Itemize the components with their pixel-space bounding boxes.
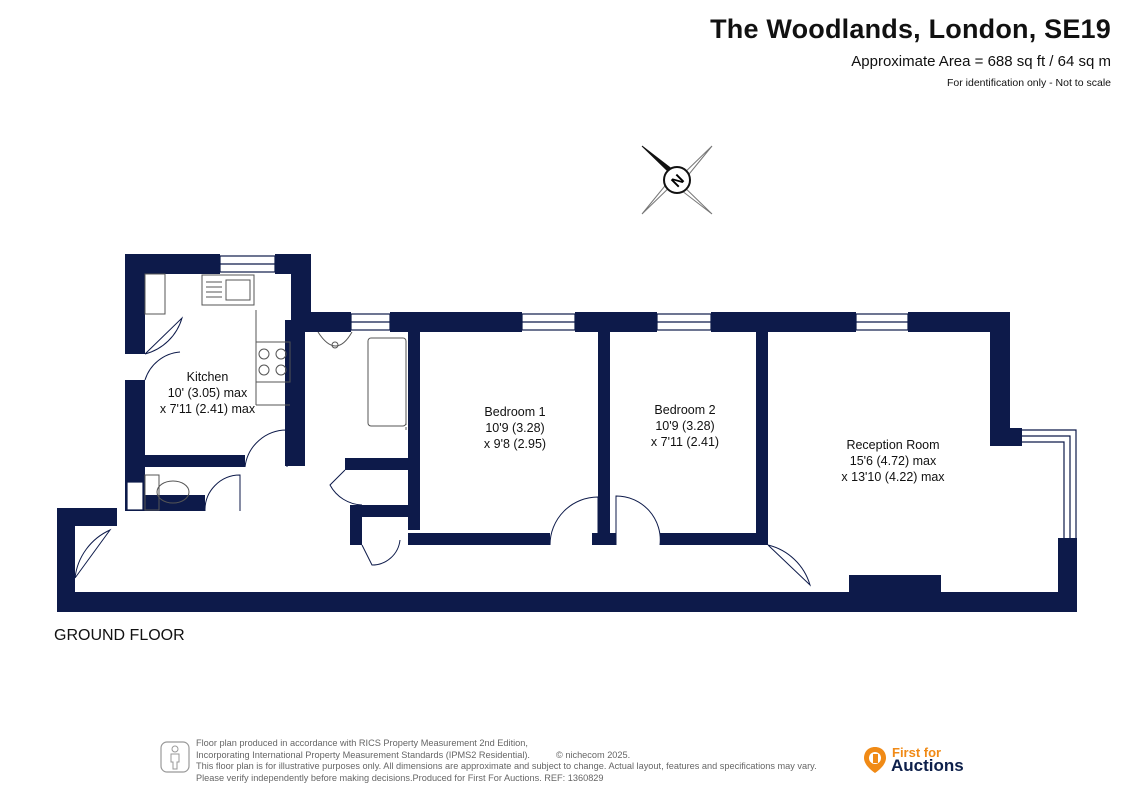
room-name: Bedroom 2: [654, 403, 716, 417]
sink-basin-icon: [225, 279, 251, 301]
toilet-icon: [156, 480, 190, 504]
windows: [126, 255, 1077, 540]
floor-label: GROUND FLOOR: [54, 627, 185, 644]
room-dimension: 10'9 (3.28): [485, 421, 545, 435]
footer-line: Incorporating International Property Mea…: [196, 749, 530, 760]
room-dimension: 10'9 (3.28): [655, 419, 715, 433]
room-dimension: x 9'8 (2.95): [483, 437, 547, 451]
scale-note: For identification only - Not to scale: [947, 77, 1111, 89]
room-bedroom-2: Bedroom 2 10'9 (3.28) x 7'11 (2.41): [630, 402, 740, 450]
bath-icon: [367, 337, 407, 427]
room-dimension: 15'6 (4.72) max: [849, 454, 937, 468]
compass-icon: N: [641, 145, 713, 215]
room-name: Reception Room: [846, 438, 940, 452]
first-for-auctions-logo-icon: [864, 747, 886, 773]
room-name: Bedroom 1: [484, 405, 546, 419]
area-summary: Approximate Area = 688 sq ft / 64 sq m: [851, 53, 1111, 70]
sink-icon: [201, 274, 255, 306]
person-scale-icon: [160, 741, 190, 773]
room-bedroom-1: Bedroom 1 10'9 (3.28) x 9'8 (2.95): [460, 404, 570, 452]
page-title: The Woodlands, London, SE19: [710, 14, 1111, 44]
fittings: [144, 273, 407, 511]
room-reception: Reception Room 15'6 (4.72) max x 13'10 (…: [823, 437, 963, 485]
doors: [74, 316, 812, 587]
room-name: Kitchen: [186, 370, 229, 384]
room-dimension: x 13'10 (4.22) max: [841, 470, 945, 484]
room-dimension: 10' (3.05) max: [167, 386, 248, 400]
cistern-icon: [144, 474, 160, 511]
room-kitchen: Kitchen 10' (3.05) max x 7'11 (2.41) max: [150, 369, 265, 417]
room-dimension: x 7'11 (2.41): [650, 435, 720, 449]
footer-line: This floor plan is for illustrative purp…: [196, 761, 817, 772]
room-dimension: x 7'11 (2.41) max: [159, 402, 256, 416]
brand-name: Auctions: [891, 756, 964, 775]
copyright: © nichecom 2025.: [556, 750, 631, 760]
footer-line: Floor plan produced in accordance with R…: [196, 738, 528, 748]
brand-tagline: First for: [892, 745, 942, 760]
footer-line: Please verify independently before makin…: [196, 772, 604, 783]
cupboard-icon: [144, 273, 166, 315]
basin-icon: [317, 331, 353, 347]
walls: [57, 254, 1077, 612]
footer-disclaimer: Floor plan produced in accordance with R…: [196, 738, 817, 784]
